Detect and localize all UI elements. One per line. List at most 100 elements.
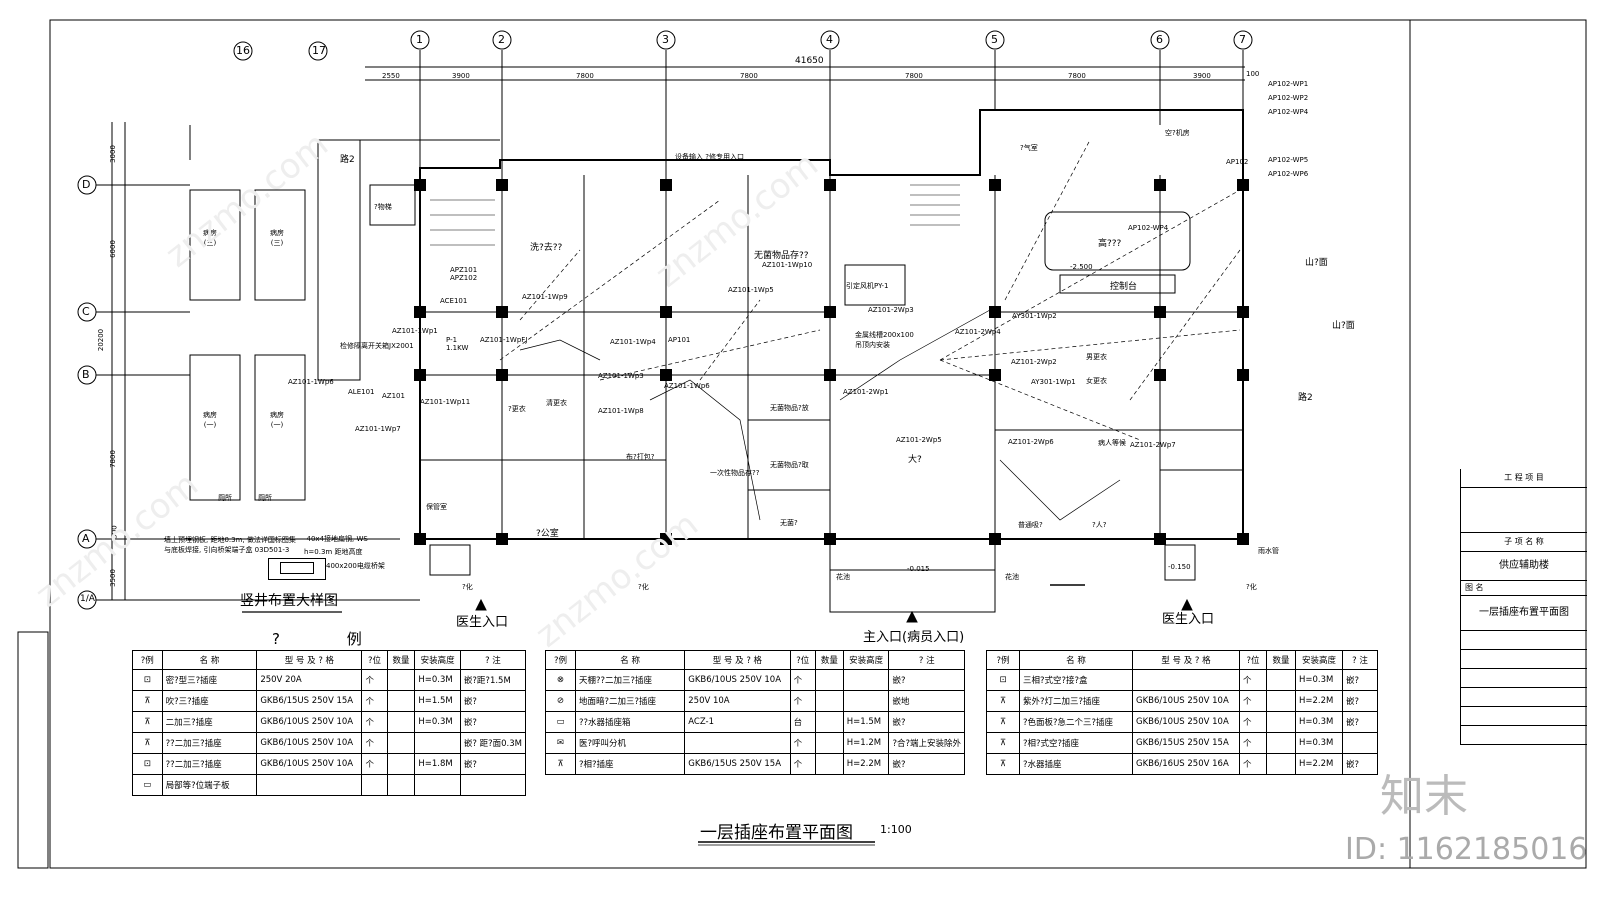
dim-top-1: 2550	[382, 72, 400, 80]
legend-cell: ?合?端上安装除外	[888, 732, 965, 754]
column	[824, 369, 836, 381]
legend-cell: 地面暗?二加三?插座	[574, 690, 686, 712]
legend-table-3: ?例 名 称 型 号 及 ? 格 ?位 数量 安装高度 ? 注 ⊡三相?式空?接…	[986, 650, 1378, 775]
legend-cell: H=0.3M	[414, 711, 461, 733]
legend-cell	[842, 690, 890, 712]
circuit-az101-1wp6b: AZ101-1Wp6	[288, 378, 334, 386]
column	[824, 306, 836, 318]
axis-bubble	[820, 30, 840, 50]
legend-cell: 嵌?	[1342, 690, 1378, 712]
legend-header: 型 号 及 ? 格	[256, 650, 363, 670]
legend-cell	[1266, 732, 1296, 754]
legend-header: 数量	[386, 650, 416, 670]
legend-cell: 嵌?	[1342, 753, 1378, 775]
legend-cell: ?相?插座	[574, 753, 686, 775]
axis-label-2: 2	[498, 33, 505, 46]
column	[1154, 179, 1166, 191]
circuit-az101-2wp3: AZ101-2Wp3	[868, 306, 914, 314]
outer-frame	[49, 19, 1587, 869]
legend-header: 数量	[1266, 650, 1296, 670]
room-road-in: ?化	[462, 583, 473, 591]
axis-bubble	[77, 365, 97, 385]
room-flower2: 花池	[1005, 573, 1019, 581]
axis-label-17: 17	[312, 44, 326, 57]
column	[660, 369, 672, 381]
title-block-drawing-label: 图 名	[1461, 581, 1587, 596]
circuit-apz: APZ101 APZ102	[450, 266, 478, 282]
legend-header: ?位	[789, 650, 816, 670]
legend-symbol-icon: ▭	[545, 711, 576, 733]
shaft-note-5: 400x200电缆桥架	[326, 562, 385, 570]
brand-logo: 知末	[1380, 771, 1468, 822]
circuit-equip: 设备输入 ?修专用入口	[675, 153, 744, 161]
dim-top-7: 3900	[1193, 72, 1211, 80]
title-block: 工 程 项 目 子 项 名 称 供应辅助楼 图 名 一层插座布置平面图	[1460, 469, 1587, 745]
room-sterile-room: 无菌?	[780, 519, 798, 527]
legend-cell	[1266, 753, 1296, 775]
room-rain: 雨水管	[1258, 547, 1279, 555]
legend-header: ?例	[132, 650, 163, 670]
legend-header: 安装高度	[414, 650, 461, 670]
legend-cell: ?水器插座	[1019, 753, 1133, 775]
plan-title: 一层插座布置平面图	[700, 823, 853, 843]
circuit-ay301-1wp2: AY301-1Wp2	[1012, 312, 1057, 320]
circuit-az101-1wp3: AZ101-1Wp3	[598, 372, 644, 380]
shaft-note-2: 与底板焊接, 引向桥架端子盒 03D501-3	[164, 546, 290, 554]
column	[989, 306, 1001, 318]
legend-cell	[386, 753, 416, 775]
axis-label-16: 16	[236, 44, 250, 57]
legend-cell: 嵌?	[459, 753, 527, 775]
dim-left-6: 3500	[108, 569, 117, 587]
legend-cell: GKB6/15US 250V 15A	[684, 753, 791, 775]
legend-symbol-icon: ✉	[545, 732, 576, 754]
legend-cell: 嵌?	[888, 711, 965, 733]
circuit-p1: P-1 1.1KW	[446, 336, 469, 352]
circuit-ap102-wp4: AP102-WP4	[1268, 108, 1309, 116]
room-oneoff-store: 一次性物品存??	[710, 469, 760, 477]
circuit-az101-1wpfj: AZ101-1WpFJ	[480, 336, 528, 344]
legend-cell: 密?型三?插座	[161, 669, 258, 691]
legend-cell: 紫外?灯二加三?插座	[1019, 690, 1133, 712]
legend-header: ? 注	[1342, 650, 1378, 670]
axis-label-B: B	[82, 368, 90, 381]
legend-cell: ACZ-1	[684, 711, 791, 733]
legend-symbol-icon: ⊼	[986, 690, 1020, 712]
column	[414, 306, 426, 318]
legend-cell	[386, 690, 416, 712]
legend-cell: 嵌?	[1342, 669, 1378, 691]
axis-label-C: C	[82, 305, 90, 318]
level-1: -0.015	[907, 565, 930, 573]
legend-row: ▭局部等?位端子板	[132, 774, 527, 796]
dim-top-3: 7800	[576, 72, 594, 80]
room-road2-top: 路2	[340, 155, 355, 165]
legend-cell	[459, 774, 527, 796]
title-block-row	[1461, 707, 1587, 726]
circuit-ale101: ALE101	[348, 388, 375, 396]
circuit-az101-1wp5: AZ101-1Wp5	[728, 286, 774, 294]
legend-cell: H=0.3M	[1295, 711, 1343, 733]
room-shan-mid: 山?面	[1332, 321, 1355, 331]
axis-label-5: 5	[991, 33, 998, 46]
room-change: ?更衣	[508, 405, 526, 413]
axis-bubble	[77, 529, 97, 549]
legend-cell: 嵌?	[1342, 711, 1378, 733]
dim-top-tag: 100	[1246, 70, 1260, 78]
legend-cell: GKB6/10US 250V 10A	[256, 753, 363, 775]
title-block-row	[1461, 650, 1587, 669]
circuit-az101-2wp7: AZ101-2Wp7	[1130, 441, 1176, 449]
room-wait: 病人等候	[1098, 439, 1126, 447]
column	[1154, 369, 1166, 381]
room-cloth-pack: 布?打包?	[626, 453, 655, 461]
dim-left-1: 3000	[108, 145, 117, 163]
legend-header: 型 号 及 ? 格	[684, 650, 791, 670]
column	[1237, 369, 1249, 381]
legend-cell: 个	[789, 732, 816, 754]
column	[1154, 533, 1166, 545]
legend-symbol-icon: ⊼	[986, 732, 1020, 754]
legend-cell	[814, 690, 844, 712]
legend-cell: H=2.2M	[842, 753, 890, 775]
room-control: 控制台	[1110, 282, 1138, 292]
